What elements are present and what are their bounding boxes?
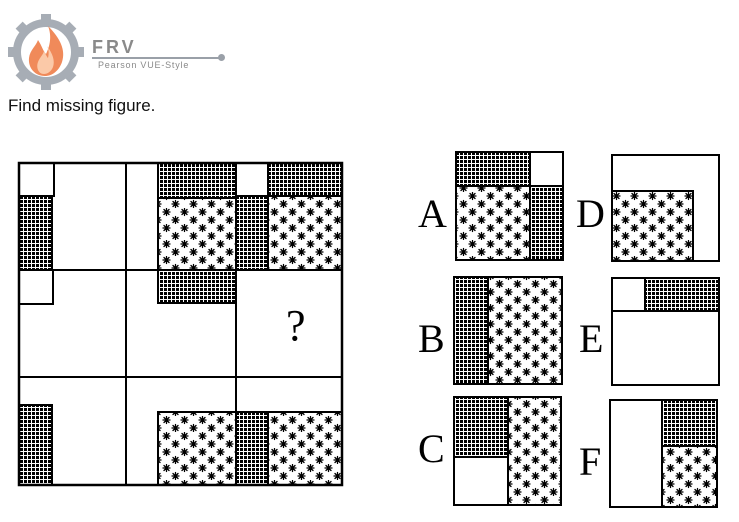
option-label-c: C [418,426,445,471]
gear-flame-icon [8,14,84,90]
missing-figure-mark: ? [286,301,306,350]
brand-divider [92,57,222,59]
question-prompt: Find missing figure. [8,96,156,115]
option-f[interactable]: F [579,399,718,508]
grid-cell-r3-c2 [125,376,237,486]
grid-cell-r2-c1 [18,269,127,378]
option-e[interactable]: E [579,277,720,386]
option-c[interactable]: C [418,396,562,506]
brand-name: FRV [92,37,137,57]
option-label-d: D [576,191,605,236]
option-label-b: B [418,316,445,361]
option-label-a: A [418,191,447,236]
grid-cell-r1-c3 [235,162,343,271]
grid-cell-r1-c1 [18,162,127,271]
puzzle-grid [17,161,344,487]
grid-cell-r1-c2 [125,162,237,271]
logo [6,12,236,92]
brand-divider-dot [218,54,225,61]
brand-subtitle: Pearson VUE-Style [98,60,190,70]
grid-cell-r2-c2 [125,269,237,378]
option-a[interactable]: A [418,151,564,261]
grid-cell-r3-c1 [18,376,127,486]
option-b[interactable]: B [418,276,563,385]
grid-frame [17,161,344,487]
option-label-e: E [579,316,603,361]
option-label-f: F [579,439,601,484]
grid-cell-r3-c3 [235,376,343,486]
option-d[interactable]: D [576,154,720,262]
